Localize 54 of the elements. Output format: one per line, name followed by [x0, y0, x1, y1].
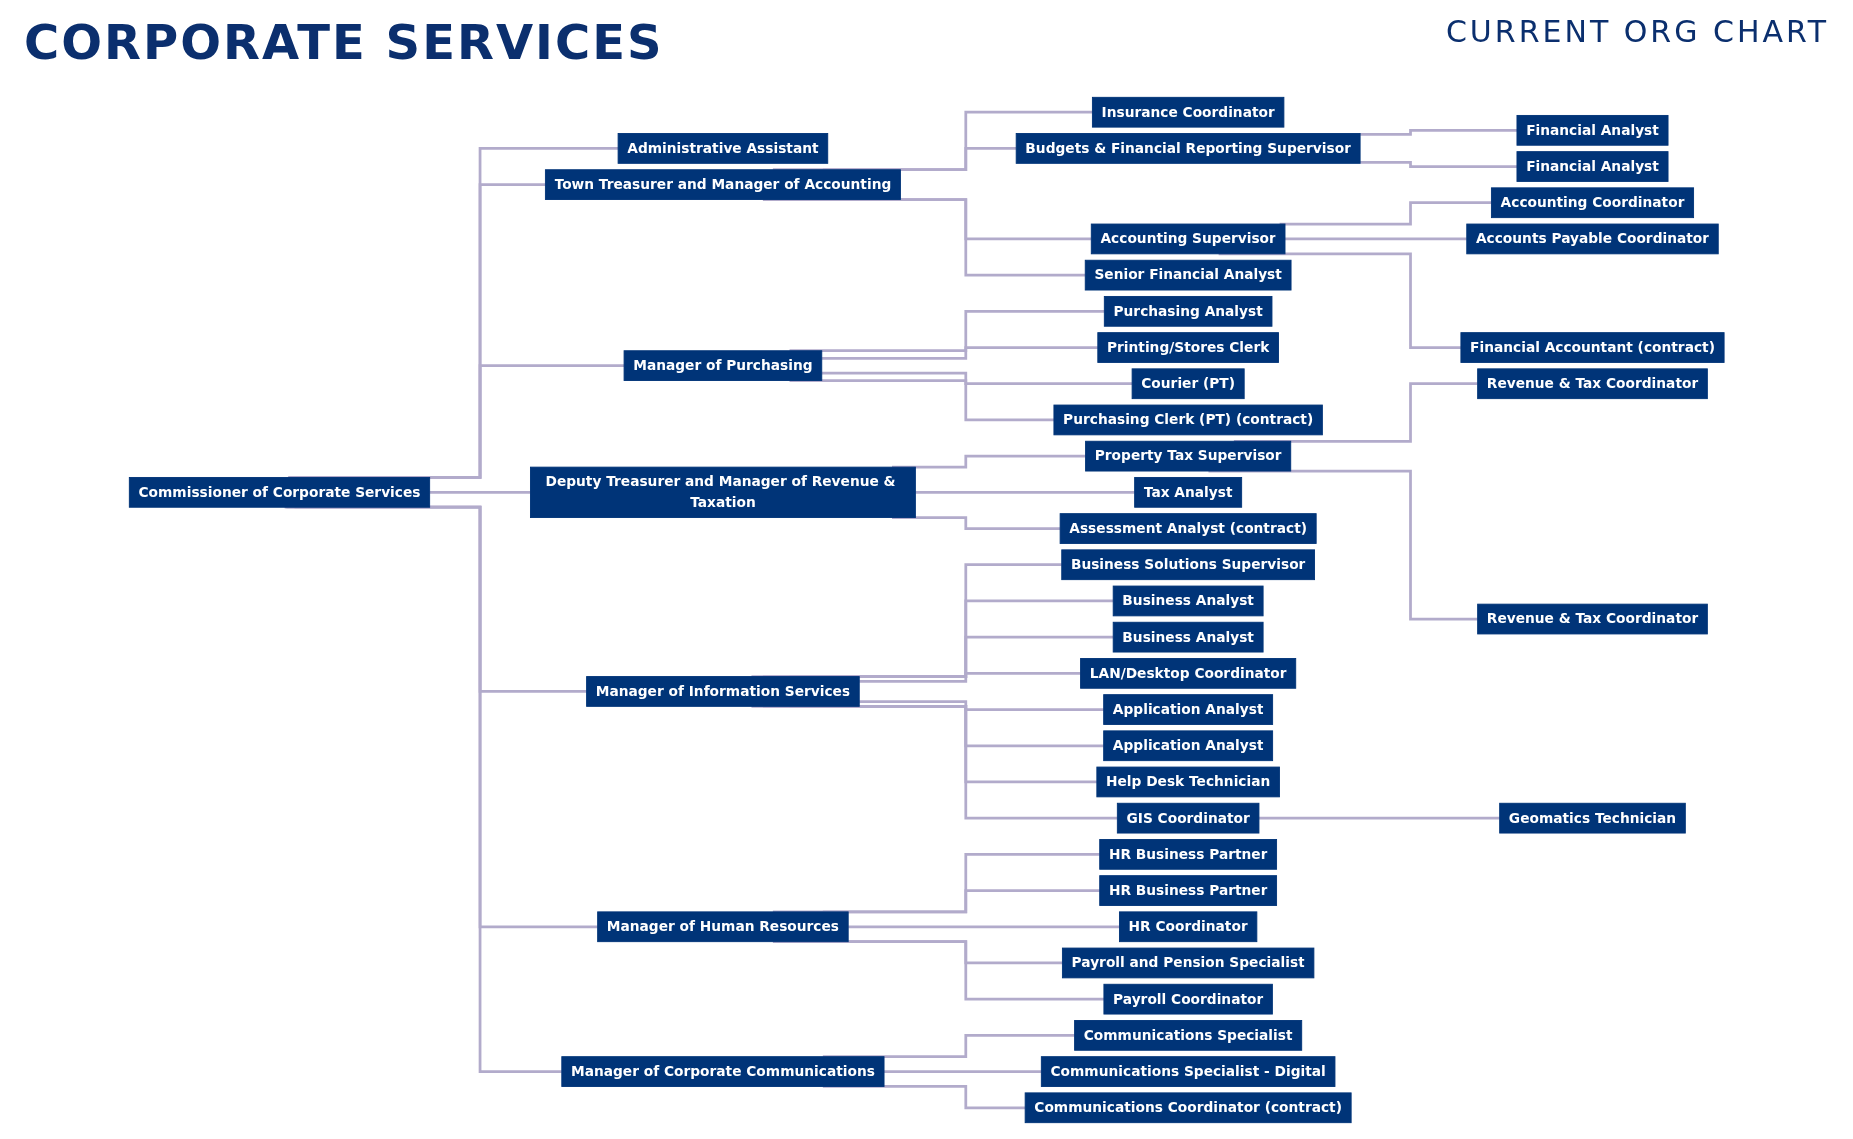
- node-box: Accounting Coordinator: [1490, 187, 1694, 219]
- node-box: Manager of Information Services: [585, 676, 860, 707]
- node-box: Manager of Purchasing: [623, 350, 822, 381]
- node-box: Financial Analyst: [1516, 151, 1669, 182]
- node-box: Assessment Analyst (contract): [1059, 513, 1317, 544]
- node-box: Business Solutions Supervisor: [1061, 549, 1315, 581]
- connector: [429, 490, 532, 494]
- node-box: Business Analyst: [1112, 621, 1264, 653]
- connector: [1258, 816, 1501, 820]
- node-box: Financial Analyst: [1516, 115, 1669, 146]
- connector: [859, 671, 1082, 683]
- node-box: Payroll Coordinator: [1103, 983, 1273, 1015]
- node-box: Manager of Human Resources: [596, 911, 849, 943]
- node-box: HR Coordinator: [1118, 911, 1258, 943]
- connector: [821, 346, 1099, 360]
- node-box: GIS Coordinator: [1116, 802, 1260, 834]
- node-box: Accounting Supervisor: [1090, 223, 1286, 255]
- connector: [915, 490, 1136, 494]
- node-box: Property Tax Supervisor: [1084, 440, 1291, 472]
- node-box: Courier (PT): [1131, 368, 1245, 400]
- node-box: Payroll and Pension Specialist: [1061, 947, 1315, 979]
- connector: [847, 925, 1121, 929]
- node-box: HR Business Partner: [1099, 875, 1277, 906]
- node-box: Business Analyst: [1112, 585, 1264, 617]
- node-box: Purchasing Clerk (PT) (contract): [1053, 404, 1323, 436]
- node-box: Senior Financial Analyst: [1084, 259, 1292, 291]
- node-box: Application Analyst: [1103, 730, 1273, 762]
- connector: [1284, 237, 1468, 241]
- node-box: Communications Coordinator (contract): [1024, 1092, 1352, 1124]
- node-box: Tax Analyst: [1133, 477, 1242, 508]
- node-box: Financial Accountant (contract): [1460, 332, 1725, 363]
- node-box: Revenue & Tax Coordinator: [1476, 603, 1708, 635]
- node-box: Printing/Stores Clerk: [1097, 332, 1279, 363]
- chart-subtitle: CURRENT ORG CHART: [1445, 14, 1829, 49]
- node-box: Manager of Corporate Communications: [561, 1056, 885, 1087]
- node-box: Purchasing Analyst: [1103, 296, 1273, 327]
- node-box: Insurance Coordinator: [1091, 96, 1285, 128]
- node-box: LAN/Desktop Coordinator: [1079, 658, 1296, 689]
- node-box: Accounts Payable Coordinator: [1466, 223, 1719, 255]
- node-box: Deputy Treasurer and Manager of Revenue & Taxation: [529, 466, 916, 518]
- node-box: Help Desk Technician: [1096, 766, 1280, 798]
- node-box: Revenue & Tax Coordinator: [1476, 368, 1708, 400]
- node-box: Geomatics Technician: [1499, 802, 1686, 834]
- node-box: Budgets & Financial Reporting Supervisor: [1015, 133, 1361, 164]
- node-box: Commissioner of Corporate Services: [128, 477, 430, 508]
- node-box: HR Business Partner: [1099, 839, 1277, 870]
- node-box: Administrative Assistant: [617, 133, 828, 164]
- node-box: Communications Specialist - Digital: [1040, 1056, 1336, 1087]
- connector: [859, 700, 1105, 711]
- node-box: Application Analyst: [1103, 694, 1273, 725]
- connector: [883, 1070, 1043, 1073]
- node-box: Communications Specialist: [1073, 1020, 1302, 1051]
- node-box: Town Treasurer and Manager of Accounting: [544, 169, 901, 200]
- chart-title: CORPORATE SERVICES: [24, 14, 664, 70]
